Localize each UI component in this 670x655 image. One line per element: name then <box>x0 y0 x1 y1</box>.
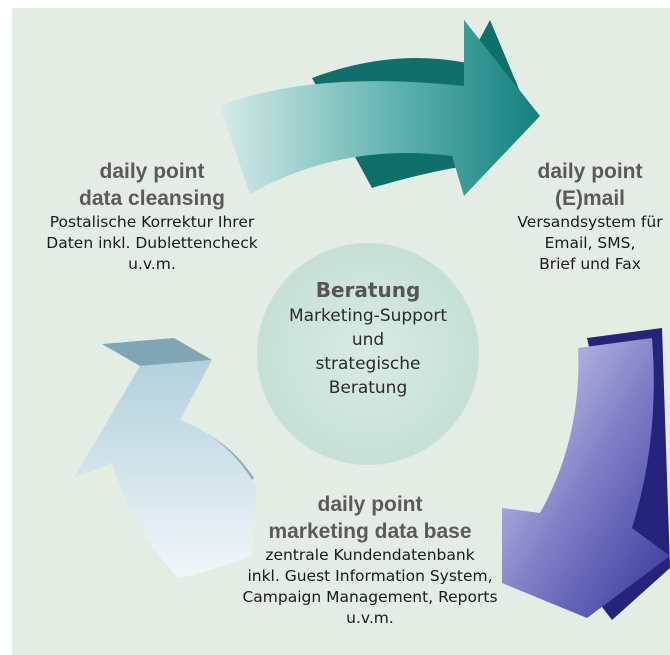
center-text: und <box>351 330 385 350</box>
node-title: daily point <box>99 160 205 183</box>
node-data-cleansing: daily point data cleansing Postalische K… <box>12 158 292 275</box>
node-text: inkl. Guest Information System, <box>247 567 493 585</box>
arrow-right-blue <box>502 328 670 620</box>
cycle-diagram: daily point data cleansing Postalische K… <box>12 8 670 655</box>
node-text: zentrale Kundendatenbank <box>265 546 475 564</box>
node-title: data cleansing <box>79 187 225 210</box>
arrow-left-light <box>74 338 256 578</box>
node-title: daily point <box>317 493 423 516</box>
node-text: Email, SMS, <box>544 234 636 252</box>
center-block: Beratung Marketing-Support und strategis… <box>268 276 468 400</box>
center-text: Marketing-Support <box>288 306 448 326</box>
center-circle <box>257 243 479 465</box>
node-email: daily point (E)mail Versandsystem für Em… <box>490 158 670 275</box>
center-title: Beratung <box>315 278 421 302</box>
node-text: Daten inkl. Dublettencheck <box>46 234 258 252</box>
center-text: strategische <box>315 354 421 374</box>
diagram-graphics <box>74 20 670 620</box>
node-text: Campaign Management, Reports <box>242 588 498 606</box>
node-text: Brief und Fax <box>539 255 641 273</box>
node-title: marketing data base <box>268 520 472 543</box>
node-marketing-data-base: daily point marketing data base zentrale… <box>180 491 560 629</box>
node-title: daily point <box>537 160 643 183</box>
arrow-top-teal <box>220 20 540 196</box>
node-text: u.v.m. <box>128 255 176 273</box>
node-text: Versandsystem für <box>517 213 663 231</box>
node-title: (E)mail <box>554 187 625 210</box>
node-text: u.v.m. <box>346 609 394 627</box>
node-text: Postalische Korrektur Ihrer <box>49 213 255 231</box>
center-text: Beratung <box>328 378 408 398</box>
